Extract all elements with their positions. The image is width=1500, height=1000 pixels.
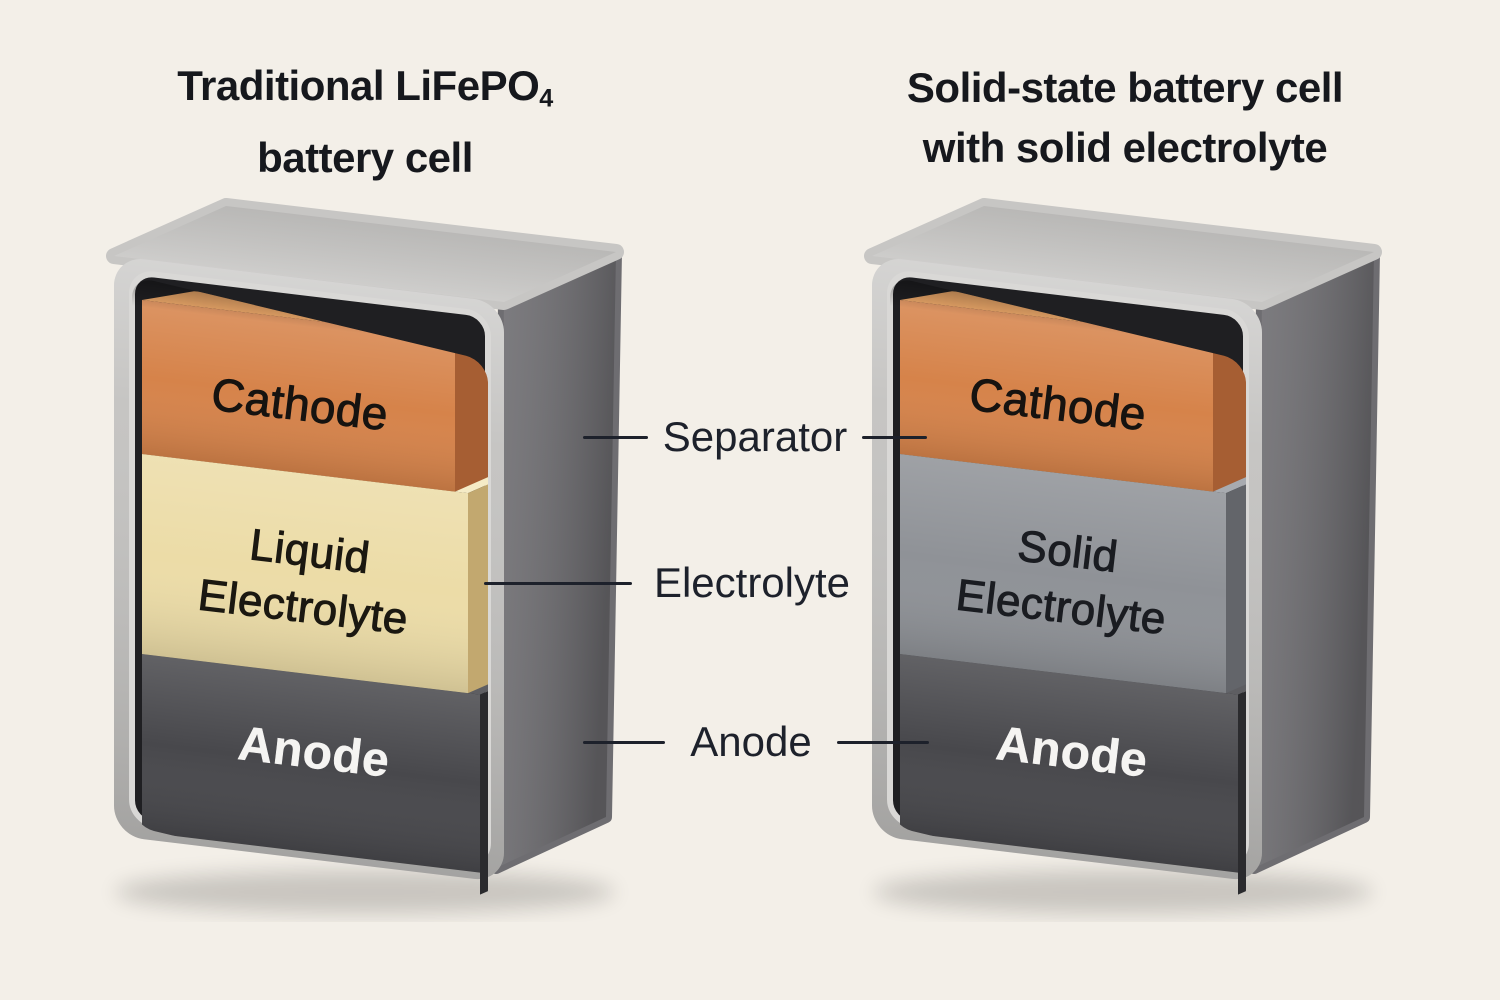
cathode-front-shading: [142, 300, 455, 492]
cell-drop-shadow: [873, 870, 1373, 914]
callout-electrolyte: Electrolyte: [484, 558, 872, 608]
anode-label: Anode: [690, 718, 812, 765]
title-left-line2: battery cell: [257, 134, 473, 182]
case-side-shading: [496, 252, 616, 868]
case-top-shading: [114, 206, 616, 302]
separator-leader-line-right: [862, 435, 927, 439]
anode-front-shading: [142, 654, 480, 873]
title-left-line1: Traditional LiFePO: [177, 62, 540, 109]
cathode-side-face: [455, 316, 488, 492]
electrolyte-front-shading: [900, 454, 1226, 694]
battery-illustration-solid-state: Cathode Solid Electrolyte Anode: [864, 198, 1382, 914]
title-right-line1: Solid-state battery cell: [906, 64, 1344, 111]
anode-leader-line-left: [583, 740, 665, 744]
electrolyte-side-face: [468, 470, 488, 694]
title-solid-state-cell: Solid-state battery cell with solid elec…: [860, 58, 1390, 178]
separator-leader-line-left: [583, 435, 648, 439]
title-left-subscript: 4: [539, 84, 553, 113]
electrolyte-side-face: [1226, 470, 1246, 694]
case-top-shading: [872, 206, 1374, 302]
case-side-shading: [1254, 252, 1374, 868]
battery-illustration-traditional: Cathode Liquid Electrolyte Anode: [106, 198, 624, 914]
title-traditional-cell: Traditional LiFePO4 battery cell: [100, 56, 630, 188]
electrolyte-label: Electrolyte: [653, 559, 851, 606]
electrolyte-leader-line-left: [484, 581, 632, 585]
callout-anode: Anode: [583, 717, 929, 767]
anode-leader-line-right: [837, 740, 929, 744]
anode-front-shading: [900, 654, 1238, 873]
separator-label: Separator: [662, 413, 848, 460]
cell-drop-shadow: [115, 870, 615, 914]
electrolyte-front-shading: [142, 454, 468, 694]
cathode-side-face: [1213, 316, 1246, 492]
title-right-line2: with solid electrolyte: [922, 124, 1328, 171]
cathode-front-shading: [900, 300, 1213, 492]
callout-separator: Separator: [583, 412, 927, 462]
